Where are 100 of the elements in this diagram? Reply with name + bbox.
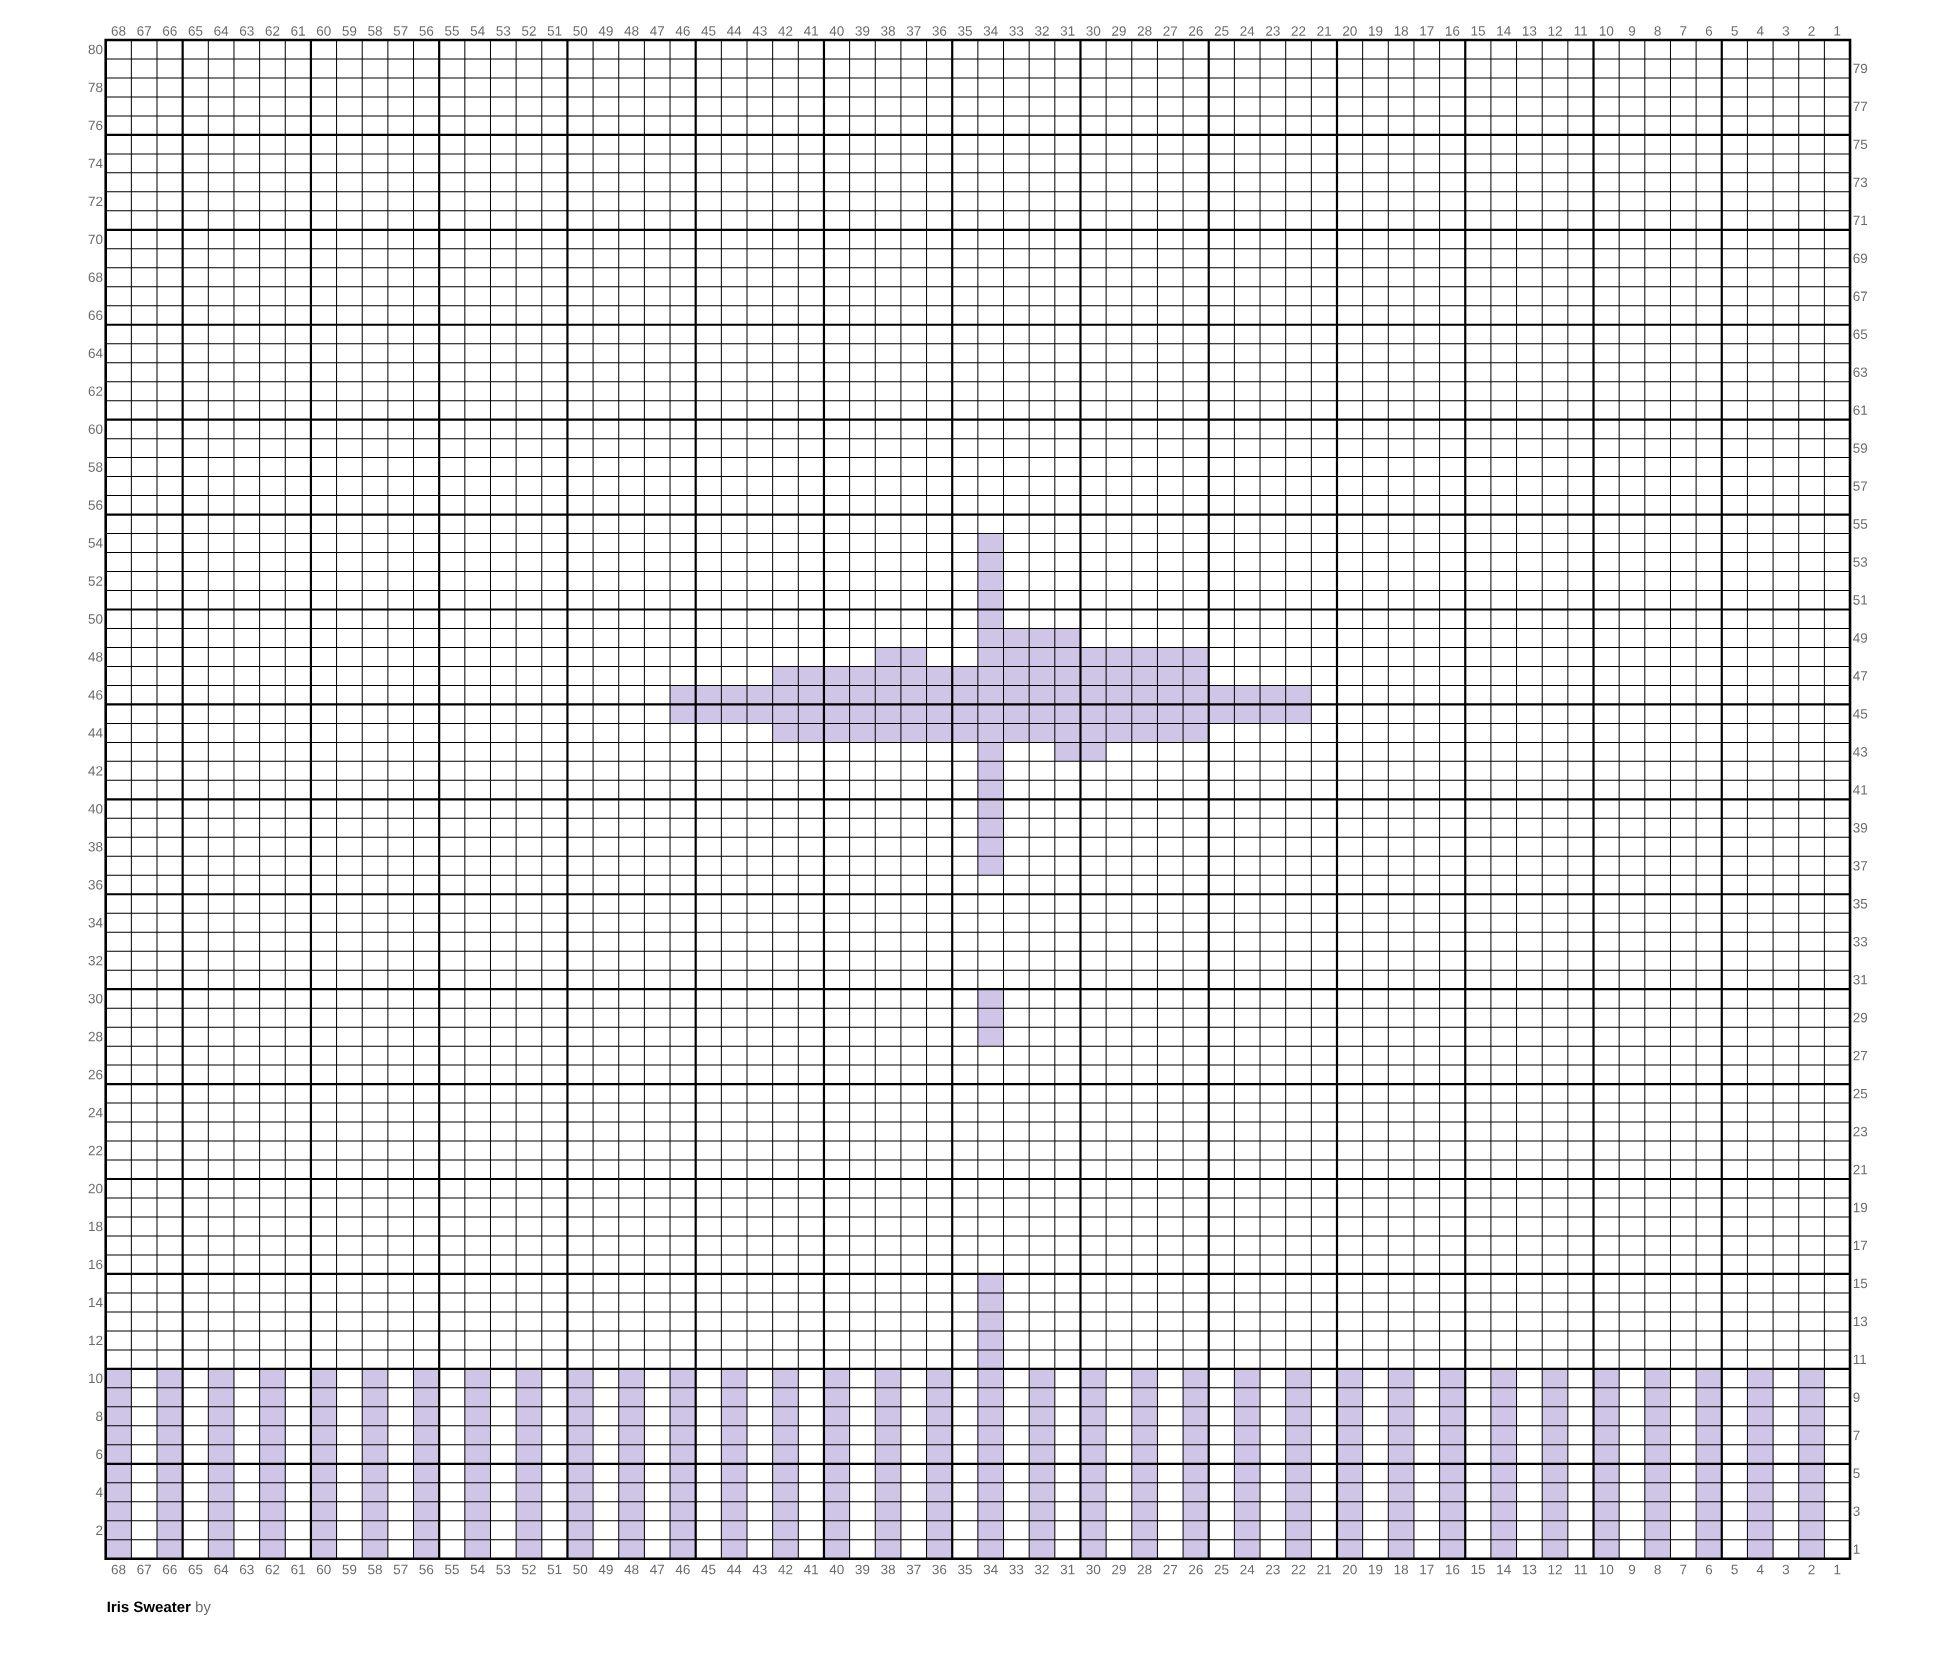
row-number: 25 bbox=[1853, 1088, 1868, 1099]
row-number: 20 bbox=[88, 1183, 103, 1194]
column-number: 30 bbox=[1086, 1564, 1101, 1575]
column-number: 47 bbox=[650, 1564, 665, 1575]
column-number: 38 bbox=[881, 26, 895, 36]
column-number: 52 bbox=[522, 1564, 536, 1575]
row-number: 38 bbox=[88, 842, 103, 852]
column-number: 13 bbox=[1522, 26, 1537, 36]
column-number: 12 bbox=[1548, 1564, 1562, 1575]
column-number: 64 bbox=[214, 26, 229, 36]
column-number: 14 bbox=[1497, 1564, 1511, 1575]
row-number: 22 bbox=[88, 1145, 103, 1156]
row-number: 71 bbox=[1853, 215, 1868, 225]
column-number: 39 bbox=[855, 1564, 870, 1575]
column-number: 4 bbox=[1756, 1564, 1764, 1575]
row-number: 10 bbox=[89, 1373, 103, 1384]
column-number: 21 bbox=[1317, 26, 1331, 36]
column-number: 22 bbox=[1291, 1564, 1306, 1575]
column-number: 16 bbox=[1445, 1564, 1460, 1575]
chart-title: Iris Sweater by bbox=[107, 1601, 211, 1616]
column-number: 40 bbox=[829, 1564, 844, 1575]
row-number: 18 bbox=[89, 1221, 103, 1232]
column-number: 12 bbox=[1548, 26, 1562, 36]
column-number: 31 bbox=[1060, 1564, 1075, 1575]
row-number: 76 bbox=[88, 120, 103, 131]
column-number: 13 bbox=[1522, 1564, 1537, 1575]
row-number: 72 bbox=[88, 196, 103, 207]
column-number: 54 bbox=[470, 1564, 485, 1575]
column-number: 60 bbox=[316, 26, 331, 36]
column-number: 60 bbox=[316, 1564, 331, 1575]
row-number: 44 bbox=[88, 728, 103, 738]
column-number: 21 bbox=[1317, 1564, 1331, 1575]
row-number: 30 bbox=[88, 993, 103, 1004]
row-number: 19 bbox=[1853, 1202, 1868, 1213]
row-number: 47 bbox=[1853, 671, 1868, 681]
column-number: 8 bbox=[1654, 26, 1661, 36]
column-number: 43 bbox=[752, 26, 767, 36]
column-number: 57 bbox=[393, 1564, 408, 1575]
column-number: 3 bbox=[1782, 1564, 1790, 1575]
column-number: 15 bbox=[1471, 1564, 1485, 1575]
row-number: 69 bbox=[1853, 253, 1868, 264]
column-number: 7 bbox=[1680, 1564, 1687, 1575]
column-number: 56 bbox=[419, 1564, 434, 1575]
column-number: 66 bbox=[163, 1564, 177, 1575]
row-number: 40 bbox=[88, 804, 103, 814]
row-number: 59 bbox=[1853, 443, 1868, 453]
column-number: 11 bbox=[1574, 26, 1588, 36]
column-number: 39 bbox=[855, 26, 870, 36]
column-number: 58 bbox=[368, 1564, 382, 1575]
column-number: 19 bbox=[1369, 26, 1383, 36]
row-number: 73 bbox=[1853, 177, 1868, 188]
column-number: 16 bbox=[1445, 26, 1460, 36]
column-number: 43 bbox=[752, 1564, 767, 1575]
row-number: 12 bbox=[89, 1335, 103, 1346]
column-number: 40 bbox=[829, 26, 844, 36]
column-number: 55 bbox=[445, 26, 459, 36]
row-number: 28 bbox=[88, 1031, 103, 1042]
row-number: 35 bbox=[1853, 898, 1868, 909]
column-number: 62 bbox=[265, 26, 280, 36]
column-number: 20 bbox=[1343, 26, 1357, 36]
row-number: 49 bbox=[1853, 633, 1868, 643]
column-number: 67 bbox=[137, 1564, 151, 1575]
column-number: 18 bbox=[1394, 26, 1409, 36]
column-number: 34 bbox=[983, 26, 998, 36]
row-number: 66 bbox=[88, 310, 103, 320]
row-number: 75 bbox=[1853, 139, 1868, 150]
row-number: 52 bbox=[88, 576, 103, 586]
column-number: 48 bbox=[624, 1564, 639, 1575]
column-number: 27 bbox=[1163, 1564, 1178, 1575]
column-number: 65 bbox=[188, 26, 203, 36]
row-number: 70 bbox=[88, 234, 103, 245]
column-number: 19 bbox=[1369, 1564, 1383, 1575]
column-number: 44 bbox=[727, 1564, 742, 1575]
column-number: 55 bbox=[445, 1564, 459, 1575]
column-number: 48 bbox=[624, 26, 639, 36]
row-number: 79 bbox=[1853, 63, 1868, 74]
row-number: 39 bbox=[1853, 823, 1868, 833]
column-number: 62 bbox=[265, 1564, 280, 1575]
column-number: 32 bbox=[1035, 1564, 1049, 1575]
column-number: 3 bbox=[1782, 26, 1790, 36]
row-number: 14 bbox=[89, 1297, 103, 1308]
column-number: 6 bbox=[1705, 26, 1713, 36]
column-number: 44 bbox=[727, 26, 742, 36]
column-number: 46 bbox=[675, 26, 690, 36]
row-number: 8 bbox=[96, 1411, 103, 1422]
column-number: 38 bbox=[881, 1564, 895, 1575]
row-number: 11 bbox=[1853, 1354, 1867, 1364]
row-number: 17 bbox=[1853, 1240, 1868, 1251]
row-number: 24 bbox=[88, 1107, 103, 1118]
column-number: 31 bbox=[1060, 26, 1075, 36]
row-number: 9 bbox=[1853, 1392, 1860, 1403]
column-number: 49 bbox=[598, 26, 613, 36]
column-number: 63 bbox=[239, 1564, 254, 1575]
column-number: 7 bbox=[1680, 26, 1687, 36]
column-number: 50 bbox=[573, 1564, 588, 1575]
column-number: 25 bbox=[1214, 26, 1229, 36]
row-number: 34 bbox=[88, 917, 103, 928]
row-number: 43 bbox=[1853, 747, 1868, 757]
row-number: 37 bbox=[1853, 861, 1868, 871]
row-number: 58 bbox=[88, 462, 103, 472]
